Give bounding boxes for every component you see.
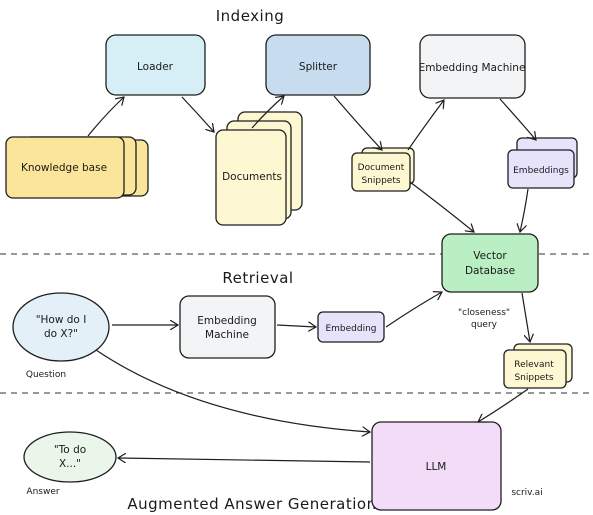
embedding-machine-mid-box xyxy=(179,295,276,359)
arrow-documents-to-splitter xyxy=(251,96,284,129)
splitter-box xyxy=(265,34,371,96)
documents-box xyxy=(215,129,287,226)
relevant-snippets-label-2: Snippets xyxy=(514,373,553,383)
embedding-label: Embedding xyxy=(325,324,376,334)
arrow-vector-db-to-relevant-snippets xyxy=(521,292,530,342)
retrieval-title: Retrieval xyxy=(222,269,293,287)
arrow-loader-to-documents xyxy=(181,96,214,132)
embedding-box xyxy=(317,311,385,343)
embedding-machine-top-label: Embedding Machine xyxy=(419,62,526,74)
question-text-2: do X?" xyxy=(44,328,78,340)
question-caption: Question xyxy=(26,370,66,380)
embeddings-box xyxy=(507,149,575,189)
arrow-snippets-to-embedding-machine xyxy=(407,100,444,151)
answer-text-2: X..." xyxy=(59,458,81,470)
llm-label: LLM xyxy=(426,461,447,473)
arrow-question-to-llm xyxy=(95,349,370,432)
embedding-machine-mid-label-1: Embedding xyxy=(197,315,257,327)
arrow-embedding-to-vector-db xyxy=(385,292,442,328)
vector-database-label-2: Database xyxy=(465,265,515,277)
vector-database-label-1: Vector xyxy=(473,250,507,262)
knowledge-base-box xyxy=(5,136,125,199)
document-snippets-box xyxy=(351,152,411,192)
arrow-relevant-snippets-to-llm xyxy=(478,388,529,422)
splitter-label: Splitter xyxy=(299,61,338,73)
embeddings-label: Embeddings xyxy=(513,166,569,176)
question-text-1: "How do I xyxy=(36,314,87,326)
embedding-machine-top-box xyxy=(419,34,526,99)
closeness-query-label-2: query xyxy=(471,320,498,330)
relevant-snippets-label-1: Relevant xyxy=(514,360,554,370)
augmented-answer-title: Augmented Answer Generation xyxy=(127,495,376,513)
indexing-title: Indexing xyxy=(216,7,285,25)
relevant-snippets-box xyxy=(503,349,567,389)
knowledge-base-label: Knowledge base xyxy=(21,162,107,174)
answer-ellipse xyxy=(23,431,117,483)
arrow-kb-to-loader xyxy=(87,97,124,137)
documents-label: Documents xyxy=(222,171,282,183)
answer-text-1: "To do xyxy=(54,444,86,456)
arrow-snippets-to-vector-db xyxy=(409,181,474,232)
embedding-machine-mid-label-2: Machine xyxy=(205,329,249,341)
answer-caption: Answer xyxy=(26,487,59,497)
loader-box xyxy=(105,34,206,96)
closeness-query-label-1: "closeness" xyxy=(458,308,510,318)
arrow-splitter-to-snippets xyxy=(333,95,382,150)
loader-label: Loader xyxy=(137,61,174,73)
llm-box xyxy=(371,421,502,511)
credit-label: scriv.ai xyxy=(511,488,542,498)
arrow-embeddings-to-vector-db xyxy=(520,188,529,232)
document-snippets-label-1: Document xyxy=(358,163,405,173)
arrow-embedding-machine-to-embeddings xyxy=(499,98,536,140)
document-snippets-label-2: Snippets xyxy=(361,176,400,186)
arrow-llm-to-answer xyxy=(118,458,371,462)
question-ellipse xyxy=(12,292,110,362)
vector-database-box xyxy=(441,233,539,293)
arrow-embedding-machine-to-embedding xyxy=(276,325,316,327)
